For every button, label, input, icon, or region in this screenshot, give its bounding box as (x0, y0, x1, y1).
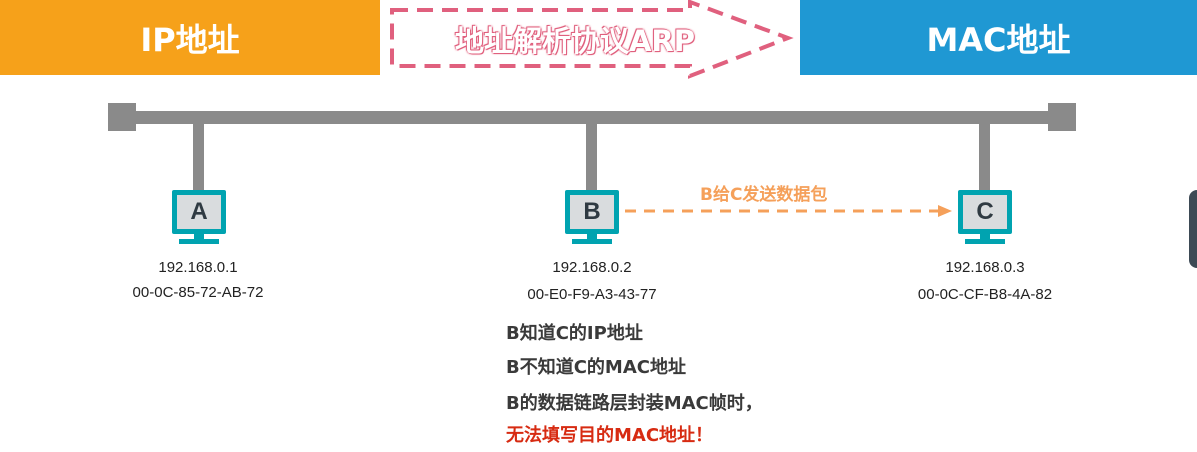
note-encapsulation: B的数据链路层封装MAC帧时， (506, 393, 763, 414)
side-tab-handle[interactable] (1189, 190, 1197, 268)
host-b-ip: 192.168.0.2 (552, 259, 632, 276)
note-warning: 无法填写目的MAC地址！ (506, 425, 714, 446)
host-b-letter: B (583, 198, 601, 225)
mac-address-label: MAC地址 (926, 20, 1071, 59)
note-knows-ip: B知道C的IP地址 (506, 323, 643, 344)
host-c-monitor-icon (958, 190, 1012, 244)
host-c-ip: 192.168.0.3 (945, 259, 1025, 276)
transfer-label: B给C发送数据包 (700, 185, 828, 205)
arp-arrow (390, 0, 794, 79)
host-a-letter: A (190, 198, 208, 225)
host-b-mac: 00-E0-F9-A3-43-77 (527, 286, 657, 303)
host-a-drop-line (193, 120, 204, 192)
mac-address-banner: MAC地址 (800, 0, 1197, 75)
note-unknown-mac: B不知道C的MAC地址 (506, 357, 686, 378)
host-b-drop-line (586, 120, 597, 192)
host-a-mac: 00-0C-85-72-AB-72 (132, 284, 264, 301)
ip-address-banner: IP地址 (0, 0, 380, 75)
host-b-monitor-icon (565, 190, 619, 244)
host-a-ip: 192.168.0.1 (158, 259, 238, 276)
transfer-arrow (625, 205, 952, 217)
host-c-mac: 00-0C-CF-B8-4A-82 (917, 286, 1053, 303)
arp-label: 地址解析协议ARP (454, 24, 696, 58)
host-a-monitor-icon (172, 190, 226, 244)
host-c-letter: C (976, 198, 994, 225)
ip-address-label: IP地址 (140, 20, 240, 59)
network-bus (108, 103, 1076, 131)
host-c-drop-line (979, 120, 990, 192)
